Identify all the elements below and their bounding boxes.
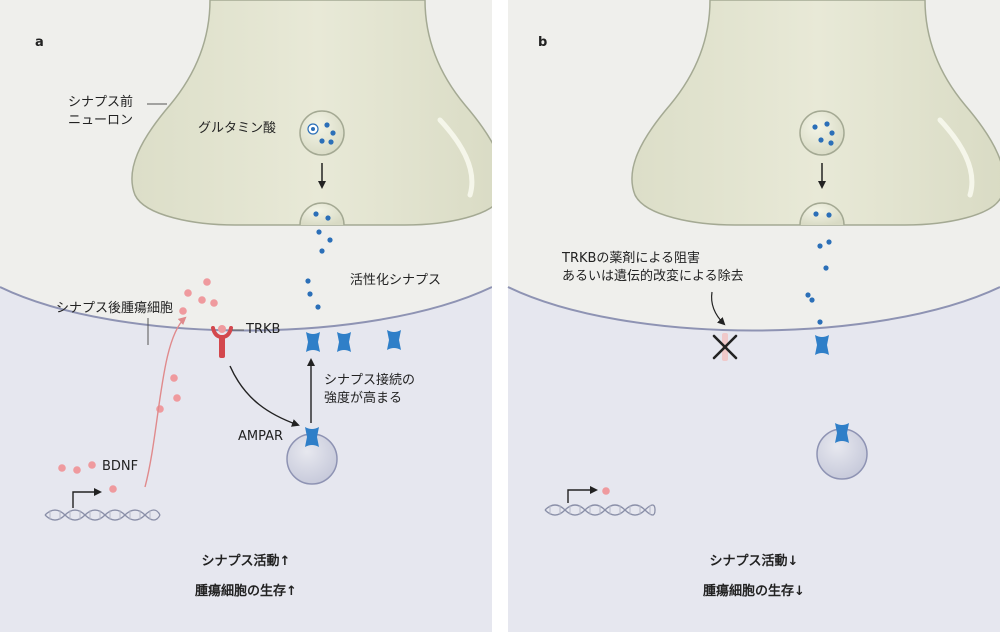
synaptic-vesicle-top: [299, 110, 345, 156]
ampar-receptors-membrane: [306, 330, 401, 352]
ampar-endosome-receptor: [305, 427, 319, 447]
tumor-cell-membrane-b: [507, 286, 1000, 332]
caption-a-synaptic-activity: シナプス活動↑: [201, 554, 291, 569]
inhibition-x-icon: [712, 334, 738, 360]
presynaptic-label-line1: シナプス前: [68, 95, 134, 110]
glutamate-label: グルタミン酸: [198, 121, 277, 136]
presynaptic-label: シナプス前 ニューロン: [68, 94, 133, 129]
synaptic-vesicle-top-b: [799, 110, 845, 156]
transcription-arrow: [72, 488, 102, 508]
bdnf-release-arrow: [144, 316, 187, 488]
trkb-receptor: [211, 325, 233, 358]
glutamate-molecules-vesicle-b: [812, 121, 835, 146]
inhibition-label-line1: TRKBの薬剤による阻害: [562, 251, 701, 266]
caption-b-tumor-survival: 腫瘍細胞の生存↓: [703, 584, 805, 599]
inhibition-pointer-arrow: [711, 291, 726, 326]
dna-helix-b: [544, 504, 656, 516]
presynaptic-label-line2: ニューロン: [68, 112, 134, 128]
panel-divider: [492, 0, 508, 632]
postsynaptic-tumor-cell: [0, 287, 492, 632]
caption-b-synaptic-activity: シナプス活動↓: [709, 554, 799, 569]
strength-label: シナプス接続の 強度が高まる: [324, 372, 415, 407]
fusing-vesicle: [299, 202, 345, 226]
panel-b-letter: b: [538, 35, 548, 50]
dna-helix: [44, 509, 161, 521]
neuron-highlight: [437, 117, 475, 198]
ampar-receptor-membrane-b: [815, 335, 829, 355]
trkb-label: TRKB: [246, 322, 281, 337]
ampar-endosome-receptor-b: [835, 423, 849, 443]
glutamate-marker-dot: [311, 127, 315, 131]
panel-b: [507, 0, 1000, 632]
strength-label-line1: シナプス接続の: [324, 373, 416, 388]
transcription-arrow-b: [567, 486, 598, 503]
strength-label-line2: 強度が高まる: [324, 390, 403, 406]
active-synapse-label: 活性化シナプス: [350, 273, 442, 288]
released-glutamate-b: [805, 211, 832, 325]
ampar-label: AMPAR: [238, 429, 284, 444]
glutamate-molecules-vesicle: [319, 122, 336, 145]
bdnf-secreted: [58, 278, 218, 493]
caption-a-tumor-survival: 腫瘍細胞の生存↑: [195, 584, 297, 599]
dna-rungs: [49, 510, 151, 520]
postsynaptic-tumor-cell-b: [508, 287, 1000, 632]
postsynaptic-label: シナプス後腫瘍細胞: [56, 301, 174, 316]
panel-a: [0, 0, 505, 632]
tumor-cell-membrane: [0, 286, 493, 332]
bdnf-label: BDNF: [102, 459, 139, 474]
released-glutamate: [305, 211, 333, 310]
neuron-highlight-b: [937, 117, 975, 198]
inhibition-label: TRKBの薬剤による阻害 あるいは遺伝的改変による除去: [562, 250, 744, 285]
bdnf-molecule-b: [602, 487, 610, 495]
panel-a-letter: a: [35, 35, 44, 50]
dna-rungs-b: [549, 505, 651, 515]
fusing-vesicle-b: [799, 202, 845, 226]
trkb-to-ampar-arrow: [229, 365, 300, 427]
inhibition-label-line2: あるいは遺伝的改変による除去: [562, 268, 744, 284]
